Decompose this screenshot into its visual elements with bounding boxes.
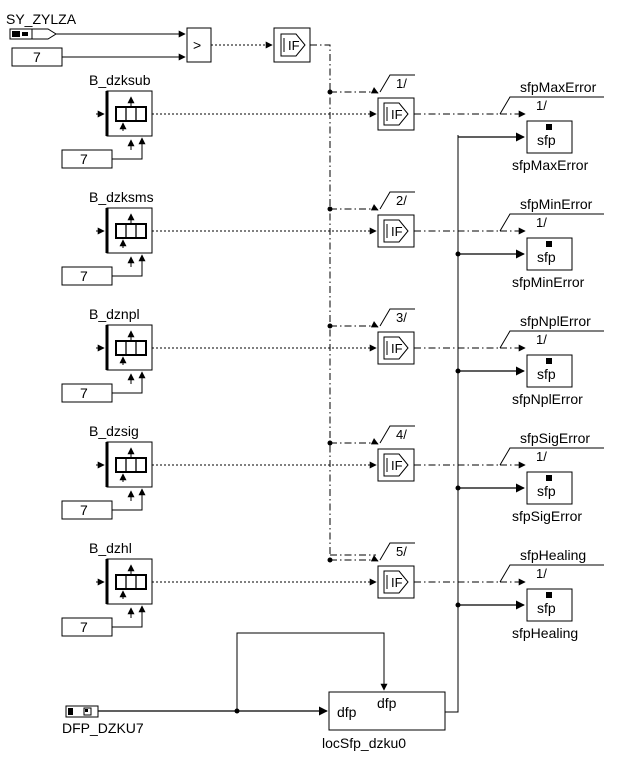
compare-const-value: 7 [33, 49, 41, 65]
block-label: B_dzksms [89, 189, 154, 205]
sfp-block[interactable]: sfp [526, 120, 573, 154]
block-label: B_dzksub [89, 72, 151, 88]
lookup-block[interactable] [105, 441, 153, 488]
row-2: B_dzksms 7 2/IF sfpMinError 1/sfp sfpMinError [61, 189, 604, 290]
if-block-main[interactable]: IF [273, 27, 311, 63]
if-block[interactable]: IF [377, 565, 415, 599]
sfp-index: 1/ [536, 566, 547, 581]
sfp-box-label: sfp [537, 600, 556, 616]
if-label: IF [391, 458, 403, 473]
row-5: B_dzhl 7 5/IF sfpHealing 1/sfp sfpHealing [61, 540, 604, 641]
sfp-index: 1/ [536, 98, 547, 113]
sfp-bottom-label: sfpHealing [512, 625, 578, 641]
row-1: B_dzksub 7 1/IF sfpMaxError 1/sfp sfpMaxError [61, 72, 604, 173]
if-block[interactable]: IF [377, 448, 415, 482]
const-box[interactable]: 7 [61, 149, 113, 169]
sfp-block[interactable]: sfp [526, 237, 573, 271]
sfp-bottom-label: sfpMinError [512, 274, 585, 290]
sfp-index: 1/ [536, 332, 547, 347]
sfp-bottom-label: sfpMaxError [512, 157, 589, 173]
sfp-top-label: sfpMaxError [520, 79, 597, 95]
lookup-block[interactable] [105, 558, 153, 605]
sfp-bottom-label: sfpNplError [512, 391, 583, 407]
compare-const-box[interactable]: 7 [11, 47, 63, 67]
const-value: 7 [80, 502, 88, 518]
compare-operator: > [193, 37, 201, 53]
row-4: B_dzsig 7 4/IF sfpSigError 1/sfp sfpSigError [61, 423, 604, 524]
block-label: B_dzhl [89, 540, 132, 556]
branch-index: 1/ [396, 76, 407, 91]
dfp-instance-label: locSfp_dzku0 [322, 735, 406, 751]
compare-block[interactable]: > [186, 27, 212, 63]
const-box[interactable]: 7 [61, 266, 113, 286]
branch-index: 3/ [396, 310, 407, 325]
branch-index: 2/ [396, 193, 407, 208]
dfp-input-label: DFP_DZKU7 [62, 720, 144, 736]
const-value: 7 [80, 619, 88, 635]
if-block[interactable]: IF [377, 331, 415, 365]
branch-index: 5/ [396, 544, 407, 559]
const-box[interactable]: 7 [61, 617, 113, 637]
sfp-box-label: sfp [537, 483, 556, 499]
dfp-block-right-label: dfp [377, 695, 397, 711]
const-box[interactable]: 7 [61, 383, 113, 403]
if-block[interactable]: IF [377, 214, 415, 248]
input-signal-port[interactable] [9, 28, 57, 40]
lookup-block[interactable] [105, 90, 153, 137]
const-value: 7 [80, 151, 88, 167]
if-label: IF [391, 107, 403, 122]
const-box[interactable]: 7 [61, 500, 113, 520]
sfp-top-label: sfpMinError [520, 196, 593, 212]
sfp-top-label: sfpHealing [520, 547, 586, 563]
sfp-block[interactable]: sfp [526, 588, 573, 622]
sfp-block[interactable]: sfp [526, 354, 573, 388]
sfp-index: 1/ [536, 215, 547, 230]
block-label: B_dznpl [89, 306, 140, 322]
if-block[interactable]: IF [377, 97, 415, 131]
input-signal-label: SY_ZYLZA [6, 11, 77, 27]
sfp-block[interactable]: sfp [526, 471, 573, 505]
if-label: IF [391, 575, 403, 590]
if-label-main: IF [288, 38, 300, 53]
const-value: 7 [80, 268, 88, 284]
lookup-block[interactable] [105, 324, 153, 371]
dfp-input-port[interactable] [65, 705, 99, 718]
lookup-block[interactable] [105, 207, 153, 254]
sfp-top-label: sfpSigError [520, 430, 590, 446]
if-label: IF [391, 341, 403, 356]
const-value: 7 [80, 385, 88, 401]
dfp-block[interactable]: dfp dfp [328, 691, 446, 731]
branch-index: 4/ [396, 427, 407, 442]
sfp-box-label: sfp [537, 249, 556, 265]
sfp-box-label: sfp [537, 132, 556, 148]
dfp-block-left-label: dfp [337, 704, 357, 720]
sfp-box-label: sfp [537, 366, 556, 382]
sfp-top-label: sfpNplError [520, 313, 591, 329]
if-label: IF [391, 224, 403, 239]
block-label: B_dzsig [89, 423, 139, 439]
sfp-bottom-label: sfpSigError [512, 508, 582, 524]
sfp-index: 1/ [536, 449, 547, 464]
row-3: B_dznpl 7 3/IF sfpNplError 1/sfp sfpNplError [61, 306, 604, 407]
